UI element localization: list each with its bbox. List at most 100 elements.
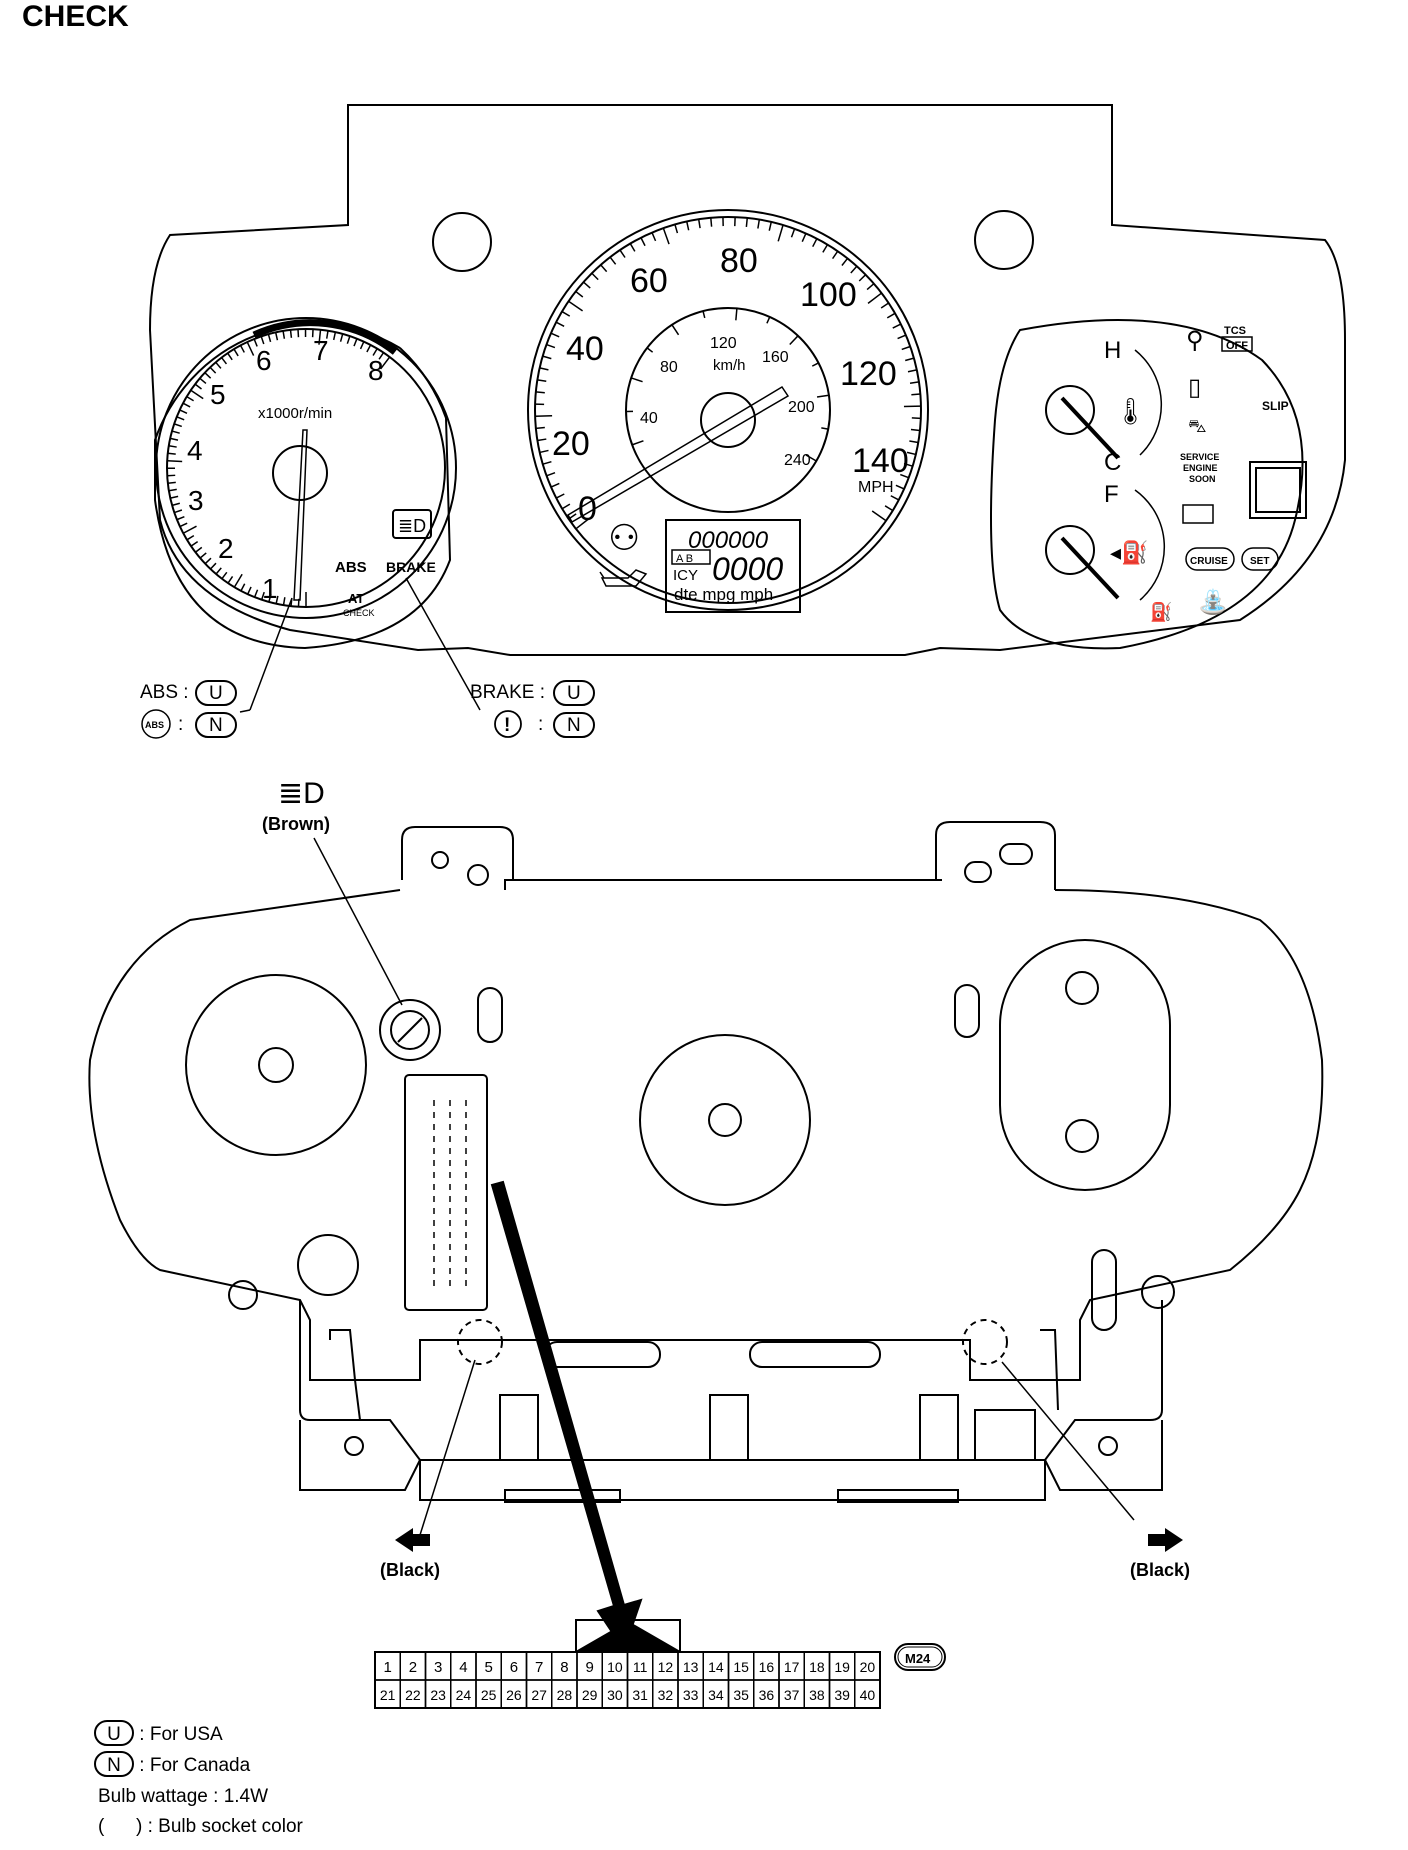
abs-symbol-label: ABS	[145, 720, 164, 730]
kmh-tick	[735, 308, 738, 321]
brake-callout-line	[405, 577, 481, 711]
black-socket-right	[962, 1319, 1008, 1365]
headlight-high-beam-icon: ≣D	[278, 777, 325, 810]
kmh-number: 80	[660, 359, 678, 376]
rear-slot-3	[1091, 1249, 1117, 1331]
bottom-mount-hole-left	[344, 1436, 364, 1456]
washer-fluid-icon: ⛲	[1198, 588, 1228, 616]
kmh-tick	[805, 454, 817, 462]
speedo-mph-number: 40	[566, 330, 604, 368]
oil-pressure-icon	[599, 569, 648, 587]
fuel-low-icon: ⛽	[1150, 601, 1172, 622]
abs-callout-line	[249, 597, 293, 711]
tcs-off-box	[1221, 336, 1253, 352]
rear-connector-pins	[433, 1100, 467, 1290]
legend-usa: U : For USA	[94, 1720, 223, 1746]
speedo-tick	[575, 290, 584, 298]
dte-mpg-mph-label: dte mpg mph	[674, 585, 773, 604]
tach-tick	[182, 402, 191, 408]
door-open-icon: ▯	[1188, 374, 1201, 401]
speedo-rear-dial	[639, 1034, 811, 1206]
connector-id-label: M24	[905, 1651, 931, 1666]
connector-pin-number: 29	[582, 1687, 598, 1703]
tach-tick	[209, 562, 217, 570]
temp-fuel-gauge: H C 🌡 F ◂⛽ ⛽ ⚲ TCS OFF ▯ SLIP ⛍ SERVICE …	[990, 319, 1307, 650]
bottom-mount-left	[329, 1329, 361, 1421]
speedo-tick	[822, 244, 829, 253]
tach-tick	[199, 377, 207, 385]
check-indicator-label: CHECK	[343, 608, 375, 618]
tach-tick	[239, 345, 245, 353]
speedo-tick	[812, 238, 818, 248]
tach-tick	[260, 591, 265, 600]
tach-tick	[247, 586, 252, 595]
speedo-tick	[542, 460, 552, 465]
connector-pin-number: 31	[632, 1687, 648, 1703]
legend-n-text: : For Canada	[139, 1755, 251, 1776]
connector-pin-number: 32	[658, 1687, 674, 1703]
speedo-tick	[535, 426, 545, 430]
speedo-tick	[906, 451, 916, 456]
abs-symbol-icon	[141, 709, 171, 739]
tach-tick	[209, 366, 217, 374]
speedo-tick	[884, 505, 894, 512]
speedo-tick	[909, 440, 919, 444]
black-left-callout-line	[419, 1359, 476, 1536]
kmh-tick	[671, 324, 680, 336]
tach-tick	[182, 525, 197, 534]
tach-tick	[194, 546, 203, 553]
brake-n-letter: N	[567, 715, 581, 736]
kmh-number: 240	[784, 452, 811, 469]
connector-pin-number: 13	[683, 1659, 699, 1675]
trip-ab-box	[671, 549, 711, 565]
kmh-tick	[789, 335, 799, 346]
connector-pin-number: 39	[834, 1687, 850, 1703]
tach-tick	[204, 372, 212, 379]
connector-pointer-arrow	[490, 1180, 643, 1653]
speedo-tick	[619, 249, 626, 258]
speedo-tick	[561, 503, 571, 510]
bottom-tab-right	[919, 1394, 959, 1461]
speedo-tick	[831, 250, 839, 260]
legend-socket-color: ( ) : Bulb socket color	[98, 1816, 303, 1838]
rear-slot-bottom-1	[544, 1341, 661, 1368]
tach-tick	[167, 481, 176, 484]
speedo-mph-number: 20	[552, 425, 590, 463]
bulb-socket-brown-inner	[390, 1010, 430, 1050]
connector-pin-number: 23	[430, 1687, 446, 1703]
tach-tick	[174, 509, 183, 514]
tach-tick	[194, 383, 202, 390]
legend-paren-symbol: ( )	[98, 1816, 143, 1837]
connector-pin-number: 4	[459, 1659, 467, 1676]
connector-pin-number: 11	[633, 1659, 648, 1675]
legend-wattage: Bulb wattage : 1.4W	[98, 1786, 269, 1807]
speedo-tick	[867, 292, 883, 304]
abs-n-badge	[195, 712, 237, 738]
fuel-needle	[1060, 536, 1120, 600]
connector-pin-number: 35	[733, 1687, 749, 1703]
tach-tick	[380, 356, 391, 370]
connector-pin-number: 33	[683, 1687, 699, 1703]
tach-needle	[293, 429, 308, 601]
tach-tick	[282, 330, 286, 339]
bottom-mount-right	[1040, 1329, 1059, 1411]
coolant-temp-icon: 🌡	[1114, 396, 1147, 426]
kmh-tick	[816, 394, 830, 398]
tach-tick	[253, 338, 258, 347]
tach-tick	[170, 437, 179, 441]
gauge-rear-oval	[999, 939, 1171, 1191]
connector-id-badge	[894, 1643, 946, 1671]
at-indicator-label: AT	[348, 591, 364, 606]
tach-tick	[220, 357, 228, 365]
bottom-tab-left	[499, 1394, 539, 1461]
cruise-label: CRUISE	[1190, 556, 1228, 567]
connector-pin-number: 12	[658, 1659, 674, 1675]
speedo-tick	[575, 517, 590, 530]
abs-callout-line-tail	[239, 709, 251, 713]
redline-band	[252, 319, 398, 355]
bottom-foot-right	[837, 1489, 959, 1503]
tach-tick	[372, 348, 378, 356]
